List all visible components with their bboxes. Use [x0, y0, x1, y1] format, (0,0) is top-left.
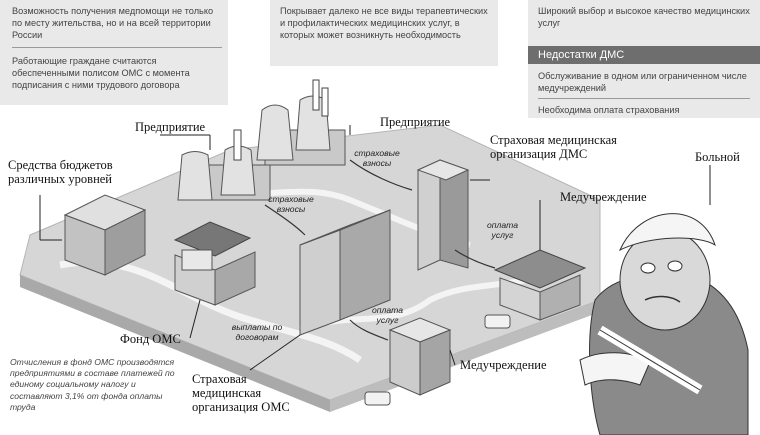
- enterprise-left-label: Предприятие: [135, 120, 206, 134]
- budget-building: [63, 194, 147, 276]
- divider: [12, 47, 222, 48]
- dms-insurer-label: Страховая медицинская организация ДМС: [490, 133, 617, 161]
- flow-arrow: [349, 319, 389, 341]
- budgets-label: Средства бюджетов различных уровней: [8, 158, 113, 186]
- flow-arrow: [264, 204, 306, 236]
- enterprise-left-factory: [177, 129, 271, 201]
- road: [298, 267, 562, 333]
- oms-insurer-label: Страховая медицинская организация ОМС: [192, 372, 290, 414]
- divider: [538, 98, 750, 99]
- oms-drawback-text: Покрывает далеко не все виды терапевтиче…: [280, 6, 488, 40]
- callout-line: [189, 299, 201, 339]
- ambulance: [484, 314, 511, 329]
- flow-arrow: [454, 249, 496, 269]
- dms-advantage: Широкий выбор и высокое качество медицин…: [538, 6, 750, 28]
- flow-label-premiums-left: страховые взносы: [268, 194, 314, 214]
- patient-label: Больной: [695, 150, 740, 164]
- flow-label-premiums-top: страховые взносы: [354, 148, 400, 168]
- callout-line: [449, 349, 456, 366]
- oms-drawbacks-panel: Покрывает далеко не все виды терапевтиче…: [270, 0, 498, 66]
- oms-advantages-panel: Возможность получения медпомощи не тольк…: [0, 0, 228, 105]
- medical-institution-bottom: [388, 317, 452, 396]
- medical-institution-right: [493, 249, 587, 321]
- enterprise-right-label: Предприятие: [380, 115, 451, 129]
- patient-figure: [579, 213, 749, 435]
- dms-panel: Широкий выбор и высокое качество медицин…: [528, 0, 760, 118]
- callout-line: [249, 334, 301, 371]
- flow-label-payment-bottom: оплата услуг: [372, 305, 403, 325]
- footnote: Отчисления в фонд ОМС производятся предп…: [10, 357, 175, 412]
- ambulance: [364, 391, 391, 406]
- enterprise-right-factory: [256, 79, 346, 166]
- dms-insurer-tower: [416, 159, 470, 271]
- oms-advantage-2: Работающие граждане считаются обеспеченн…: [12, 56, 190, 90]
- medical-right-label: Медучреждение: [560, 190, 647, 204]
- flow-label-contract-payments: выплаты по договорам: [231, 322, 283, 342]
- oms-advantage-1: Возможность получения медпомощи не тольк…: [12, 6, 214, 40]
- oms-insurer-tower: [299, 209, 391, 336]
- flow-label-payment-right: оплата услуг: [487, 220, 518, 240]
- fund-oms-label: Фонд ОМС: [120, 332, 181, 346]
- dms-con-2: Необходима оплата страхования: [538, 105, 680, 115]
- dms-con-1: Обслуживание в одном или ограниченном чи…: [538, 71, 747, 93]
- flow-arrow: [349, 159, 413, 191]
- medical-bottom-label: Медучреждение: [460, 358, 547, 372]
- dms-cons-header: Недостатки ДМС: [528, 46, 760, 64]
- fund-oms-building: [173, 221, 256, 306]
